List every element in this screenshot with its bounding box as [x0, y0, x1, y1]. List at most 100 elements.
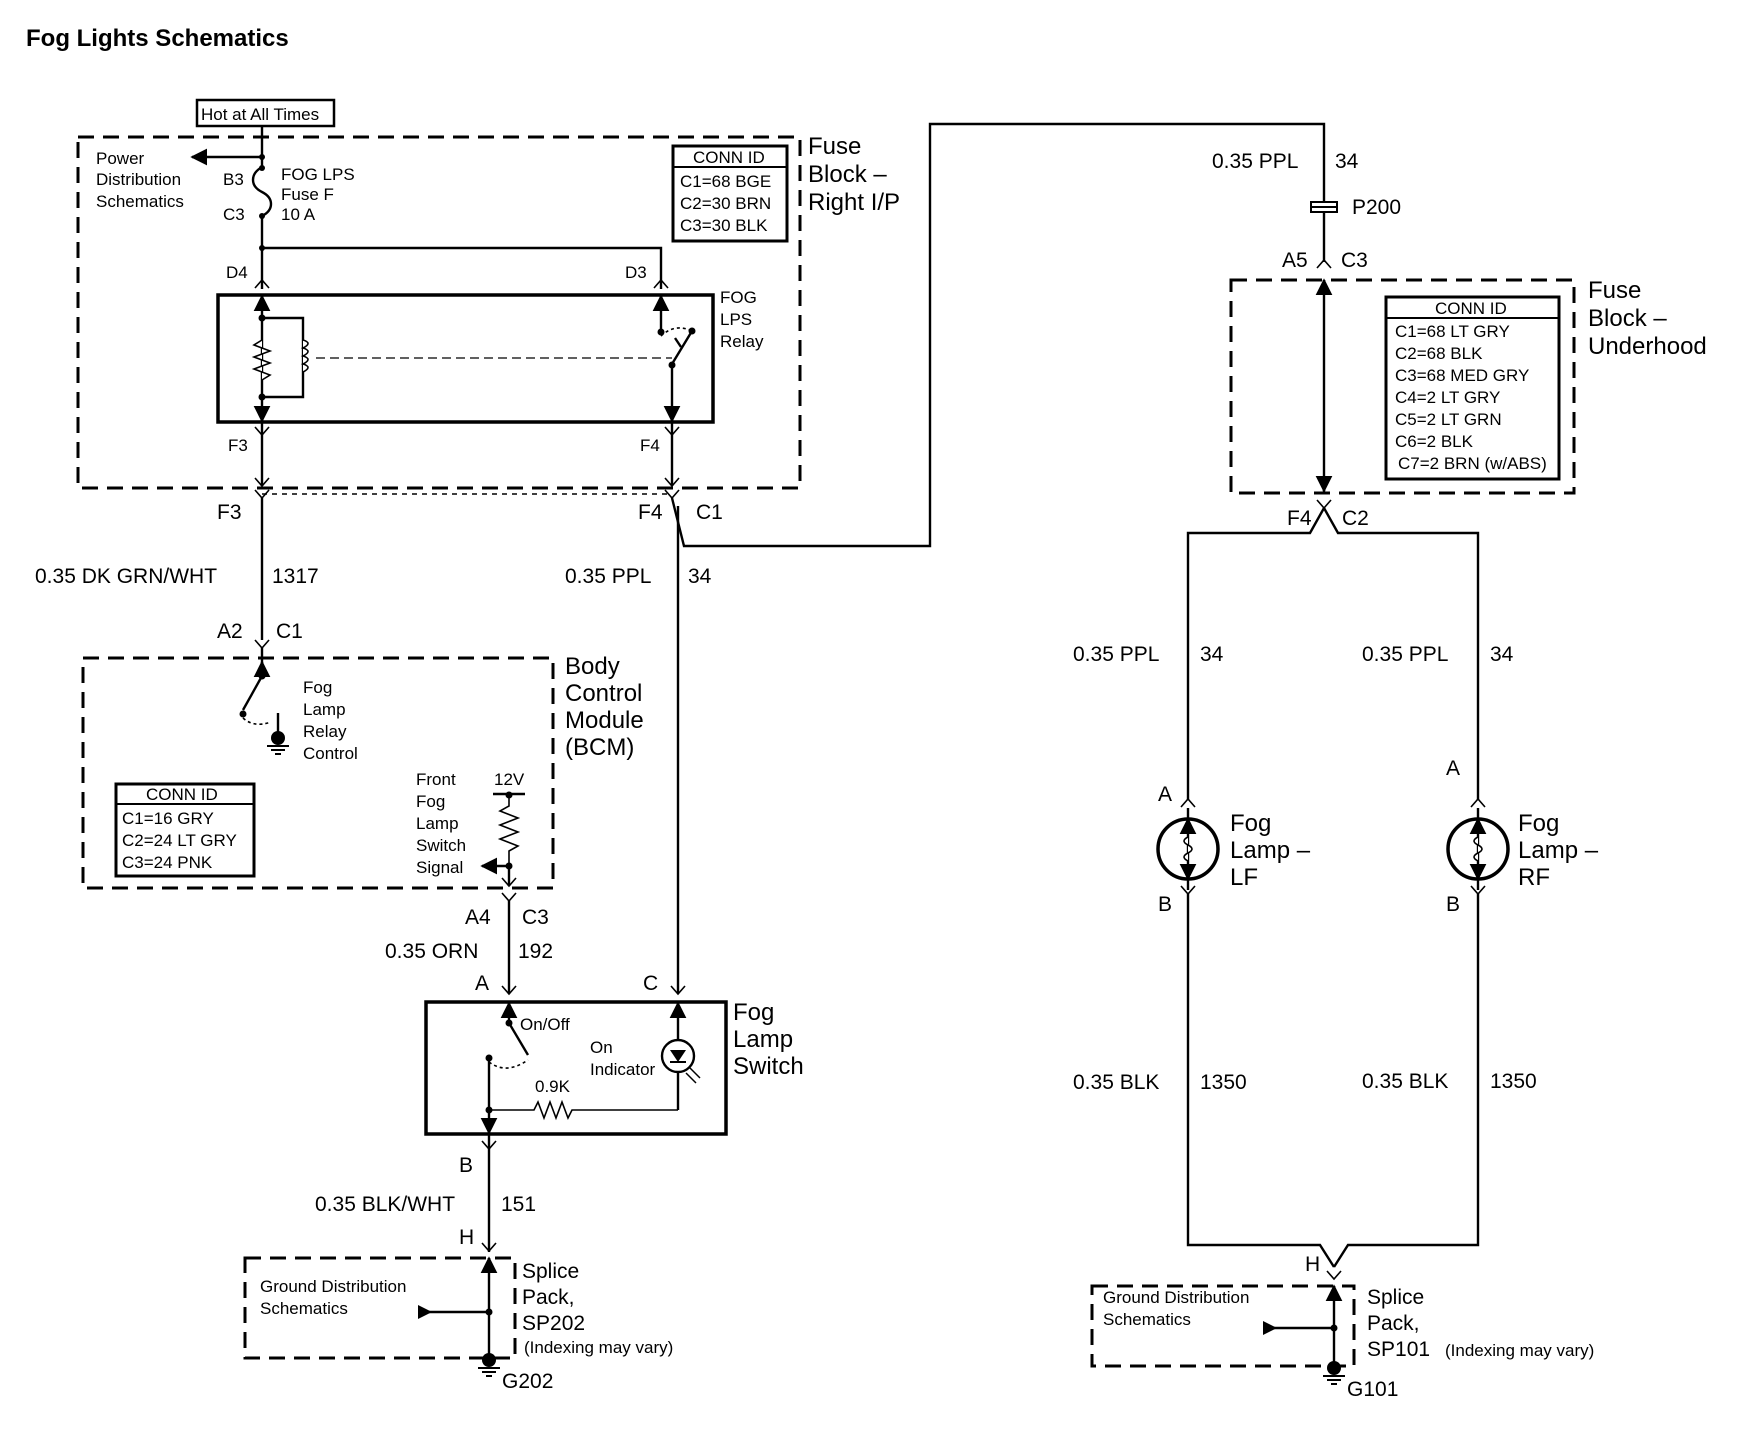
switch-pin-a: A	[475, 972, 489, 995]
bcm-title: Body Control Module (BCM)	[565, 653, 650, 761]
conn-id-table-rip: CONN ID C1=68 BGE C2=30 BRN C3=30 BLK	[671, 144, 789, 243]
wire-1317-number: 1317	[272, 565, 319, 588]
svg-text:C3=24 PNK: C3=24 PNK	[122, 853, 213, 872]
resistor-label: 0.9K	[535, 1077, 571, 1096]
conn-a4-label: A4	[465, 906, 491, 929]
relay-pin-f3: F3	[228, 436, 248, 455]
wire-151-gauge: 0.35 BLK/WHT	[315, 1193, 455, 1216]
svg-text:CONN ID: CONN ID	[1435, 299, 1507, 318]
splice-pack-sp101: Ground Distribution Schematics G101 Spli…	[1090, 1284, 1594, 1401]
wire-1350-lf-gauge: 0.35 BLK	[1073, 1071, 1159, 1094]
ground-dist-label-202: Ground Distribution Schematics	[260, 1277, 411, 1318]
indicator-label: On Indicator	[590, 1038, 656, 1079]
splice202-note: (Indexing may vary)	[524, 1338, 673, 1357]
relay-pin-d4: D4	[226, 263, 248, 282]
svg-text:C1=16 GRY: C1=16 GRY	[122, 809, 214, 828]
wire-1350-rf	[1332, 894, 1480, 1268]
svg-text:C2=24 LT GRY: C2=24 LT GRY	[122, 831, 237, 850]
conn-c2-underhood-label: C2	[1342, 507, 1369, 530]
svg-text:C2=30 BRN: C2=30 BRN	[680, 194, 771, 213]
splice202-title: Splice Pack, SP202	[522, 1260, 585, 1335]
fuse-block-right-ip: Hot at All Times Power Distribution Sche…	[76, 98, 900, 490]
svg-text:C2=68 BLK: C2=68 BLK	[1395, 344, 1483, 363]
fog-switch-title: Fog Lamp Switch	[733, 999, 804, 1080]
svg-text:C7=2 BRN (w/ABS): C7=2 BRN (w/ABS)	[1398, 454, 1547, 473]
svg-text:FOG LPS Relay: FOG LPS Relay	[720, 288, 764, 351]
ground-g202: G202	[502, 1370, 553, 1393]
relay-pin-f4: F4	[640, 436, 660, 455]
fuse-block-rip-title: Fuse Block – Right I/P	[808, 133, 900, 216]
conn-c1-label: C1	[696, 501, 723, 524]
conn-c3-label: C3	[522, 906, 549, 929]
svg-text:C3=30 BLK: C3=30 BLK	[680, 216, 768, 235]
fog-lps-relay: FOG LPS Relay	[216, 288, 764, 424]
lamp-rf-pin-b: B	[1446, 893, 1460, 916]
svg-text:C3=68 MED GRY: C3=68 MED GRY	[1395, 366, 1529, 385]
wire-192-gauge: 0.35 ORN	[385, 940, 478, 963]
conn-f3-label: F3	[217, 501, 242, 524]
fog-lamp-rf: A B Fog Lamp – RF	[1446, 757, 1605, 916]
svg-text:C5=2 LT GRN: C5=2 LT GRN	[1395, 410, 1502, 429]
lamp-rf-title: Fog Lamp – RF	[1518, 810, 1605, 891]
conn-c1-bcm-label: C1	[276, 620, 303, 643]
wire-34-lf-gauge: 0.35 PPL	[1073, 643, 1159, 666]
splice-pack-sp202: Ground Distribution Schematics G202 Spli…	[243, 1256, 673, 1393]
underhood-title: Fuse Block – Underhood	[1588, 277, 1707, 360]
wire-34-lf-number: 34	[1200, 643, 1224, 666]
conn-f4-label: F4	[638, 501, 663, 524]
svg-text:C1=68 LT GRY: C1=68 LT GRY	[1395, 322, 1510, 341]
indicator-lamp-icon	[660, 1038, 701, 1084]
wire-34-top-number: 34	[1335, 150, 1359, 173]
page-title: Fog Lights Schematics	[26, 25, 289, 52]
inline-connector-p200: P200	[1310, 196, 1401, 219]
fuse-pin-b3: B3	[223, 170, 244, 189]
bulb-icon	[1156, 817, 1220, 881]
switch-pin-c: C	[643, 972, 658, 995]
svg-text:C6=2 BLK: C6=2 BLK	[1395, 432, 1474, 451]
wire-192-number: 192	[518, 940, 553, 963]
conn-a2-label: A2	[217, 620, 243, 643]
svg-text:CONN ID: CONN ID	[146, 785, 218, 804]
wire-151-number: 151	[501, 1193, 536, 1216]
svg-text:CONN ID: CONN ID	[693, 148, 765, 167]
switch-signal-label: Front Fog Lamp Switch Signal	[416, 770, 471, 877]
fuse-symbol	[251, 165, 273, 218]
fuse-label: FOG LPS Fuse F 10 A	[281, 165, 359, 224]
wire-34-rf-number: 34	[1490, 643, 1514, 666]
bulb-icon	[1446, 817, 1510, 881]
wire-34-left-gauge: 0.35 PPL	[565, 565, 651, 588]
lamp-lf-pin-a: A	[1158, 783, 1172, 806]
wire-34-top-gauge: 0.35 PPL	[1212, 150, 1298, 173]
fog-lamp-lf: A B Fog Lamp – LF	[1156, 783, 1317, 916]
ground-dist-label-101: Ground Distribution Schematics	[1103, 1288, 1254, 1329]
fuse-block-underhood: CONN ID C1=68 LT GRY C2=68 BLK C3=68 MED…	[1229, 277, 1707, 495]
wire-1350-lf-number: 1350	[1200, 1071, 1247, 1094]
ground-g101: G101	[1347, 1378, 1398, 1401]
wire-34-left-number: 34	[688, 565, 712, 588]
wire-34-rf-gauge: 0.35 PPL	[1362, 643, 1448, 666]
lamp-rf-pin-a: A	[1446, 757, 1460, 780]
splice202-pin-h: H	[459, 1226, 474, 1249]
hot-at-all-times-label: Hot at All Times	[201, 105, 319, 124]
conn-id-table-underhood: CONN ID C1=68 LT GRY C2=68 BLK C3=68 MED…	[1384, 295, 1561, 481]
power-distribution-label: Power Distribution Schematics	[96, 149, 186, 211]
wire-1350-lf	[1186, 894, 1336, 1268]
fuse-pin-c3: C3	[223, 205, 245, 224]
fog-lamp-switch: A C On/Off 0.9K On Indicator Fog L	[424, 972, 804, 1177]
wire-1350-rf-number: 1350	[1490, 1070, 1537, 1093]
conn-a5-label: A5	[1282, 249, 1308, 272]
splice101-title: Splice Pack, SP101	[1367, 1286, 1430, 1361]
body-control-module: Fog Lamp Relay Control CONN ID C1=16 GRY…	[81, 648, 650, 890]
onoff-label: On/Off	[520, 1015, 570, 1034]
splice101-note: (Indexing may vary)	[1445, 1341, 1594, 1360]
switch-pin-b: B	[459, 1154, 473, 1177]
svg-text:C4=2 LT GRY: C4=2 LT GRY	[1395, 388, 1500, 407]
conn-f4-underhood-label: F4	[1287, 507, 1312, 530]
wire-1317-gauge: 0.35 DK GRN/WHT	[35, 565, 217, 588]
svg-text:C1=68 BGE: C1=68 BGE	[680, 172, 771, 191]
relay-pin-d3: D3	[625, 263, 647, 282]
wire-1350-rf-gauge: 0.35 BLK	[1362, 1070, 1448, 1093]
conn-id-table-bcm: CONN ID C1=16 GRY C2=24 LT GRY C3=24 PNK	[114, 782, 256, 878]
lamp-lf-title: Fog Lamp – LF	[1230, 810, 1317, 891]
